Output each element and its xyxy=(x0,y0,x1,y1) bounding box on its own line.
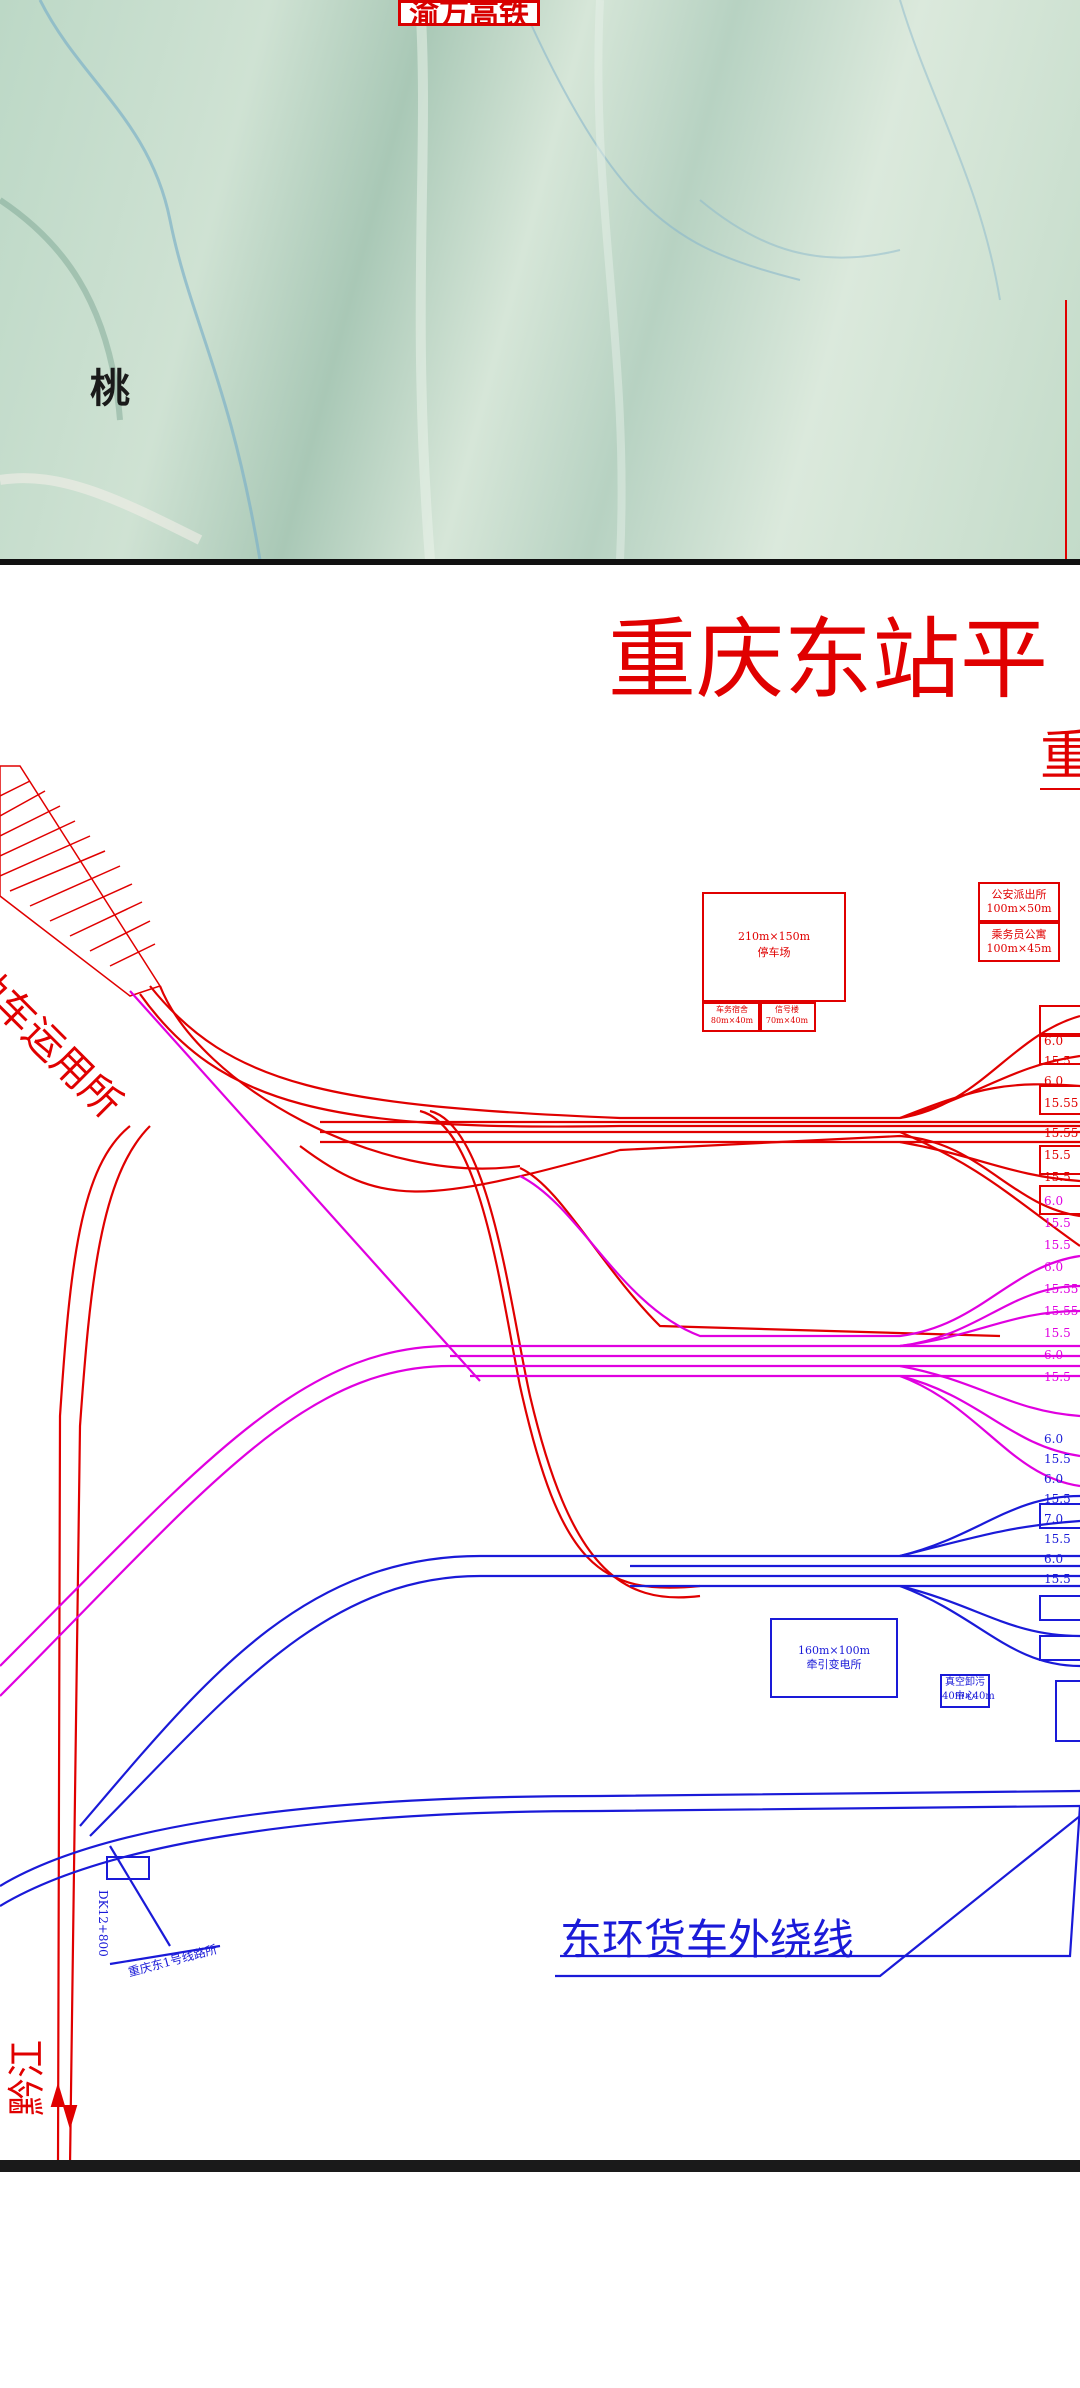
plan-title: 重庆东站平 xyxy=(608,608,1049,711)
pw-4: 15.55 xyxy=(1044,1126,1079,1140)
parking-line2: 停车场 xyxy=(757,946,791,959)
pw-19: 15.5 xyxy=(1044,1492,1071,1506)
small2-line1: 信号楼 xyxy=(775,1005,799,1014)
pw-22: 6.0 xyxy=(1044,1552,1064,1566)
sewage-line2: 40m×40m xyxy=(942,1691,995,1702)
pw-7: 6.0 xyxy=(1044,1194,1064,1208)
plan-subtitle: 重 xyxy=(1040,724,1080,787)
pw-18: 6.0 xyxy=(1044,1472,1064,1486)
pw-10: 6.0 xyxy=(1044,1260,1064,1274)
place-label: 桃 xyxy=(90,366,130,412)
platform-blocks xyxy=(1039,1005,1080,1215)
pw-23: 15.5 xyxy=(1044,1572,1071,1586)
pw-17: 15.5 xyxy=(1044,1452,1071,1466)
small1-line2: 80m×40m xyxy=(710,1016,754,1025)
pw-15: 15.5 xyxy=(1044,1370,1071,1384)
platform-blocks-blue xyxy=(1039,1503,1080,1742)
police-line1: 公安派出所 xyxy=(991,888,1047,901)
pw-3: 15.55 xyxy=(1044,1096,1079,1110)
bottom-divider xyxy=(0,2160,1080,2172)
parking-building: 210m×150m 停车场 xyxy=(702,892,846,1002)
sewage-line1: 真空卸污中心 xyxy=(945,1677,985,1702)
pw-11: 15.55 xyxy=(1044,1282,1079,1296)
track-diagram xyxy=(0,765,1080,2160)
magenta-tracks xyxy=(0,990,1080,1697)
divider xyxy=(0,559,1080,565)
freight-line-label: 东环货车外绕线 xyxy=(560,1915,855,1964)
substation-building: 160m×100m 牵引变电所 xyxy=(770,1618,898,1698)
depot-hatch xyxy=(0,765,162,997)
pw-21: 15.5 xyxy=(1044,1532,1071,1546)
pw-9: 15.5 xyxy=(1044,1238,1071,1252)
crew-line2: 100m×45m xyxy=(986,942,1052,955)
crew-line1: 乘务员公寓 xyxy=(991,928,1047,941)
pw-0: 6.0 xyxy=(1044,1034,1064,1048)
small-building-2: 信号楼 70m×40m xyxy=(758,1002,816,1032)
substation-line2: 牵引变电所 xyxy=(806,1658,862,1671)
substation-line1: 160m×100m xyxy=(797,1644,871,1657)
pw-20: 7.0 xyxy=(1044,1512,1064,1526)
pw-16: 6.0 xyxy=(1044,1432,1064,1446)
small-building-1: 车务宿舍 80m×40m xyxy=(702,1002,762,1032)
bottom-arrows xyxy=(50,2082,78,2130)
pw-1: 15.5 xyxy=(1044,1054,1071,1068)
pw-12: 15.55 xyxy=(1044,1304,1079,1318)
police-building: 公安派出所 100m×50m xyxy=(978,882,1060,922)
subtitle-underline xyxy=(1040,788,1080,790)
satellite-map: 渝万高铁 桃 xyxy=(0,0,1080,560)
railway-badge: 渝万高铁 xyxy=(398,0,540,26)
small1-line1: 车务宿舍 xyxy=(716,1005,748,1014)
small2-line2: 70m×40m xyxy=(765,1016,809,1025)
pw-5: 15.5 xyxy=(1044,1148,1071,1162)
sewage-building: 真空卸污中心 40m×40m xyxy=(940,1674,995,1708)
map-rivers xyxy=(0,0,1067,560)
pw-2: 6.0 xyxy=(1044,1074,1064,1088)
blue-tracks xyxy=(0,1494,1080,1978)
crew-building: 乘务员公寓 100m×45m xyxy=(978,922,1060,962)
parking-line1: 210m×150m xyxy=(737,930,811,943)
pw-6: 15.5 xyxy=(1044,1170,1071,1184)
red-tracks xyxy=(56,985,1080,2160)
signal-dims: DK12+800 xyxy=(96,1890,110,1957)
pw-8: 15.5 xyxy=(1044,1216,1071,1230)
station-plan: 重庆东站平 重 xyxy=(0,566,1080,2160)
pw-13: 15.5 xyxy=(1044,1326,1071,1340)
pw-14: 6.0 xyxy=(1044,1348,1064,1362)
signal-box xyxy=(106,1856,150,1880)
bottom-left-label: 黔江 xyxy=(5,2039,49,2116)
police-line2: 100m×50m xyxy=(986,902,1052,915)
